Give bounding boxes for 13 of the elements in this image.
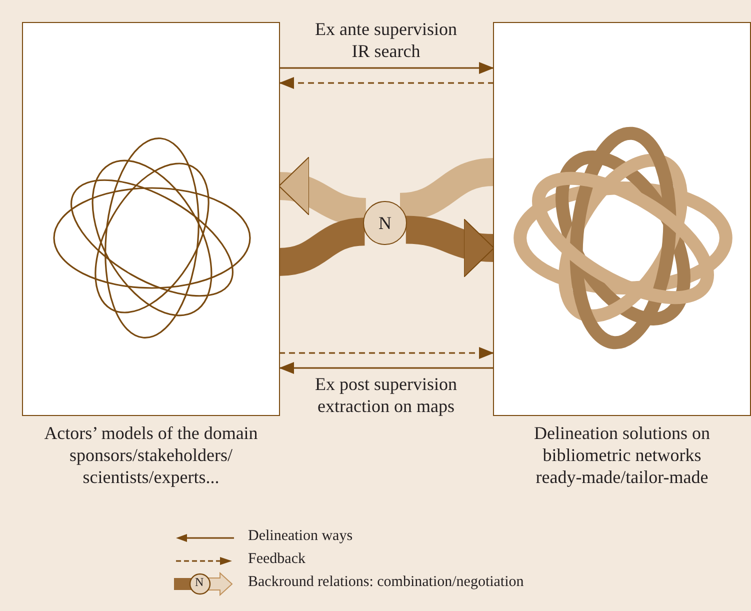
dashed-arrow — [279, 347, 494, 359]
dashed-arrow — [279, 77, 494, 89]
legend-label: Delineation ways — [248, 528, 353, 545]
caption-text: sponsors/stakeholders/ scientists/experts... — [68, 444, 234, 488]
circle-letter: N — [195, 575, 204, 589]
legend-label: Backround relations: combination/negotiation — [248, 574, 524, 591]
caption-heading: Actors’ models of the domain — [43, 422, 259, 444]
node-circle: N — [363, 201, 407, 245]
legend-label: Feedback — [248, 551, 306, 568]
arrow — [279, 362, 494, 374]
caption-text: ready-made/tailor-made — [534, 466, 710, 488]
band-arrow — [405, 216, 494, 276]
arrow — [279, 62, 494, 74]
